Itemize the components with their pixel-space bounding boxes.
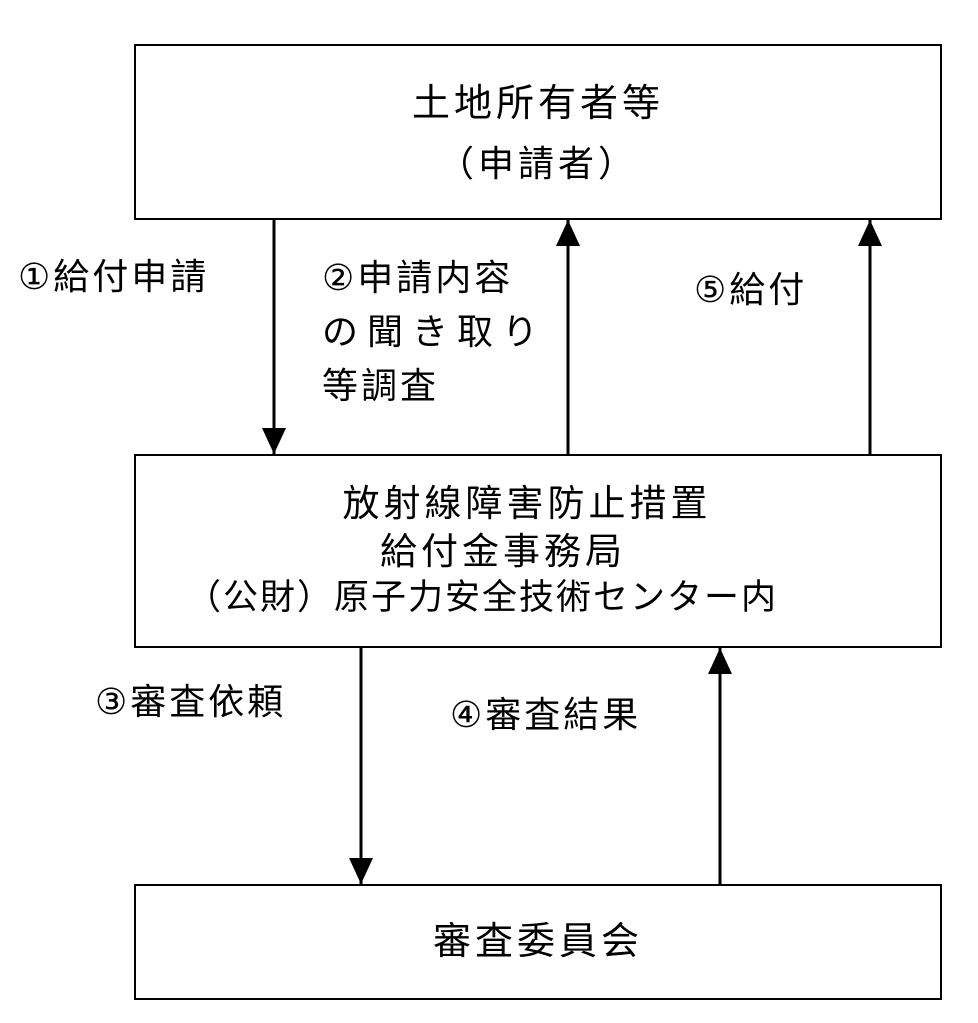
secretariat-subtitle: 給付金事務局 xyxy=(380,530,626,574)
committee-box: 審査委員会 xyxy=(134,884,942,1000)
arrowhead-review-result xyxy=(708,648,732,674)
step4-label: ④審査結果 xyxy=(450,695,642,736)
step1-label: ①給付申請 xyxy=(18,257,210,298)
secretariat-box: 放射線障害防止措置 給付金事務局 （公財）原子力安全技術センター内 xyxy=(134,454,942,648)
step5-label: ⑤給付 xyxy=(694,270,808,311)
secretariat-title: 放射線障害防止措置 xyxy=(342,482,712,526)
applicant-label: （申請者） xyxy=(437,144,638,186)
arrowhead-review-request xyxy=(349,858,373,884)
step3-label: ③審査依頼 xyxy=(95,682,287,723)
arrowhead-hearing xyxy=(556,220,580,246)
landowner-title: 土地所有者等 xyxy=(411,80,664,125)
step2-line1: ②申請内容 xyxy=(322,258,514,299)
step2-line3: 等調査 xyxy=(322,366,440,407)
step2-label: ②申請内容 の聞き取り 等調査 xyxy=(322,252,547,414)
arrowhead-payment xyxy=(858,220,882,246)
arrowhead-apply xyxy=(262,428,286,454)
step2-line2: の聞き取り xyxy=(322,312,548,353)
landowner-box: 土地所有者等 （申請者） xyxy=(134,44,942,220)
secretariat-org: （公財）原子力安全技術センター内 xyxy=(186,578,779,619)
committee-title: 審査委員会 xyxy=(432,919,643,964)
